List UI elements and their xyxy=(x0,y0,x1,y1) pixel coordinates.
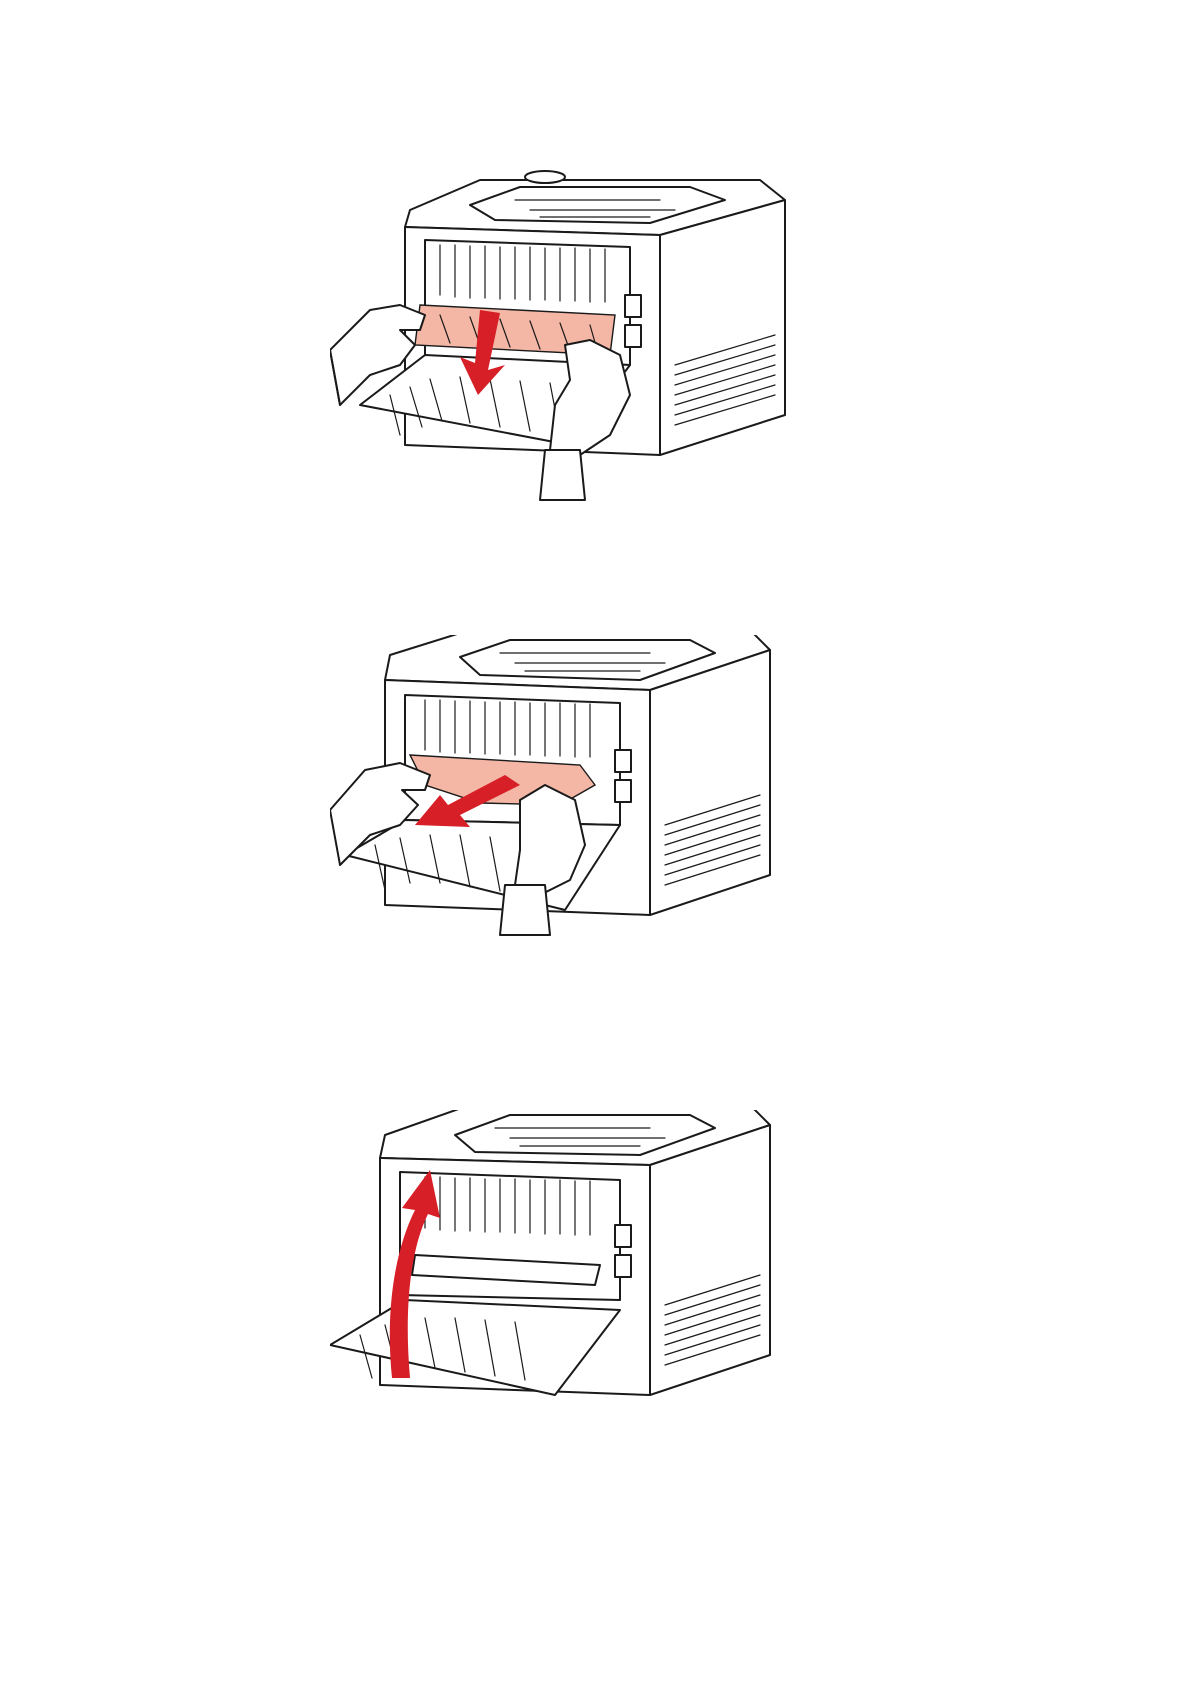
printer-illustration-3 xyxy=(330,1110,850,1490)
printer-side-panel xyxy=(650,650,770,915)
printer-side-panel xyxy=(660,200,785,455)
control-knob xyxy=(525,171,565,183)
figure-pull-duplex-unit xyxy=(330,165,850,545)
figure-close-rear-cover xyxy=(330,1110,850,1490)
right-sleeve xyxy=(540,450,585,500)
side-button-1 xyxy=(615,750,631,772)
side-button-2 xyxy=(625,325,641,347)
side-button-2 xyxy=(615,1255,631,1277)
printer-illustration-1 xyxy=(330,165,850,545)
right-sleeve xyxy=(500,885,550,935)
side-button-1 xyxy=(615,1225,631,1247)
printer-illustration-2 xyxy=(330,635,850,1020)
figure-remove-jammed-paper xyxy=(330,635,850,1020)
side-button-2 xyxy=(615,780,631,802)
side-button-1 xyxy=(625,295,641,317)
